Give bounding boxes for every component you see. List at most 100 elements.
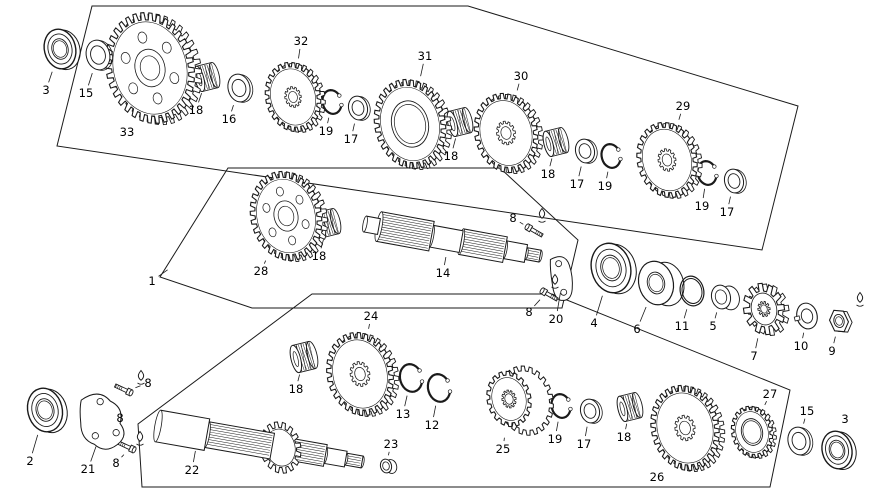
leader-line-18 <box>625 423 628 430</box>
part-7-sprocket <box>742 282 790 336</box>
part-label-19: 19 <box>548 432 563 446</box>
part-16-washer <box>227 73 254 103</box>
oil-drop-icon <box>551 273 559 289</box>
leader-line-19 <box>556 421 559 432</box>
part-label-11: 11 <box>675 319 690 333</box>
part-label-18: 18 <box>312 249 327 263</box>
part-label-25: 25 <box>496 442 511 456</box>
part-label-16: 16 <box>222 112 237 126</box>
upper-gear-train-outline <box>56 5 799 251</box>
part-label-20: 20 <box>549 312 564 326</box>
part-3-bearing <box>43 28 81 71</box>
part-21-plate3 <box>79 393 125 450</box>
part-label-8: 8 <box>112 456 119 470</box>
leader-line-20 <box>556 292 561 312</box>
part-label-22: 22 <box>185 463 200 477</box>
part-19-circlip <box>550 393 573 420</box>
part-label-3: 3 <box>841 412 848 426</box>
part-4-bearing <box>590 242 637 295</box>
part-10-lockwasher <box>793 302 818 330</box>
part-label-7: 7 <box>750 349 757 363</box>
part-label-6: 6 <box>633 322 640 336</box>
leader-line-9 <box>833 336 836 344</box>
part-label-8: 8 <box>525 305 532 319</box>
part-label-28: 28 <box>254 264 269 278</box>
part-label-8: 8 <box>144 376 151 390</box>
part-20-plate2 <box>549 256 573 301</box>
part-8-bolt <box>539 287 559 302</box>
part-label-29: 29 <box>676 99 691 113</box>
part-label-19: 19 <box>695 199 710 213</box>
leader-line-24 <box>368 323 370 329</box>
leader-line-14 <box>444 257 447 266</box>
part-label-15: 15 <box>79 86 94 100</box>
part-33-gear <box>104 12 203 126</box>
part-2-bearing <box>26 387 68 434</box>
oil-drop-icon <box>538 207 546 223</box>
leader-line-11 <box>683 309 688 319</box>
part-label-18: 18 <box>289 382 304 396</box>
part-label-23: 23 <box>384 437 399 451</box>
leader-line-31 <box>420 63 424 77</box>
leader-line-18 <box>320 239 324 249</box>
part-23-bushing <box>379 458 398 474</box>
part-label-4: 4 <box>590 316 597 330</box>
part-19-circlip <box>321 89 344 116</box>
leader-line-5 <box>714 312 718 319</box>
part-label-17: 17 <box>577 437 592 451</box>
leader-line-19 <box>327 117 330 124</box>
parts-layer <box>26 12 864 474</box>
part-17-washer <box>574 138 598 164</box>
leader-line-19 <box>606 171 609 179</box>
part-label-1: 1 <box>148 274 155 288</box>
part-label-33: 33 <box>120 125 135 139</box>
part-22-output-shaft <box>153 409 365 474</box>
part-label-14: 14 <box>436 266 451 280</box>
part-label-31: 31 <box>418 49 433 63</box>
leader-line-3 <box>48 71 53 83</box>
part-25-cluster <box>486 365 554 436</box>
part-label-17: 17 <box>344 132 359 146</box>
leader-line-17 <box>578 166 582 177</box>
leader-line-18 <box>452 138 456 149</box>
leader-line-1 <box>158 269 168 277</box>
input-shaft-group-outline <box>159 167 579 309</box>
leader-line-17 <box>728 196 731 205</box>
part-30-gear <box>473 92 544 174</box>
leader-line-12 <box>433 405 437 418</box>
part-label-24: 24 <box>364 309 379 323</box>
leader-line-27 <box>764 401 767 406</box>
leader-line-30 <box>516 83 520 91</box>
part-18-needle <box>289 340 319 374</box>
part-31-gear <box>373 78 453 171</box>
leader-line-15 <box>803 418 806 424</box>
part-5-bushing <box>710 284 740 311</box>
oil-drop-icon <box>856 291 864 307</box>
part-3-bearing <box>821 430 857 471</box>
oil-drop-icon <box>137 369 145 385</box>
part-label-15: 15 <box>800 404 815 418</box>
part-17-washer <box>347 95 371 121</box>
part-32-gear <box>264 61 326 133</box>
leader-line-18 <box>549 158 553 167</box>
leader-line-7 <box>755 338 759 349</box>
leader-line-17 <box>352 123 355 132</box>
leader-line-8 <box>135 385 141 389</box>
part-label-13: 13 <box>396 407 411 421</box>
leader-line-6 <box>639 306 647 322</box>
part-8-bolt <box>113 383 134 397</box>
part-label-18: 18 <box>444 149 459 163</box>
leader-line-29 <box>678 113 682 120</box>
leader-line-23 <box>388 451 390 456</box>
part-27-gear <box>730 405 777 459</box>
part-17-washer <box>723 168 747 194</box>
leader-line-18 <box>198 92 202 103</box>
leader-line-32 <box>298 48 301 59</box>
part-12-circlip <box>426 373 453 403</box>
leader-line-17 <box>585 426 588 437</box>
part-label-12: 12 <box>425 418 440 432</box>
leader-line-21 <box>90 446 97 462</box>
leader-line-22 <box>193 450 196 463</box>
